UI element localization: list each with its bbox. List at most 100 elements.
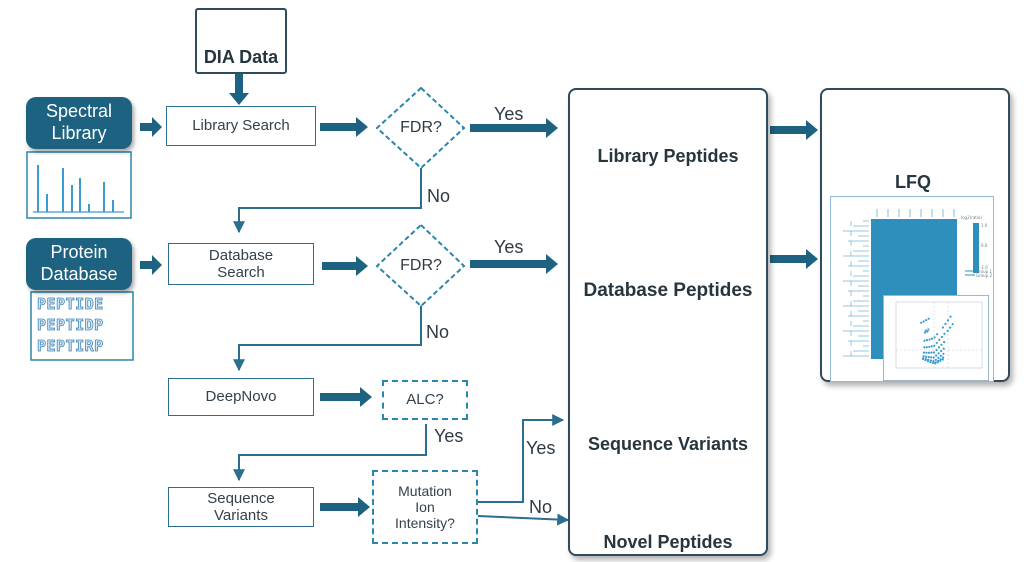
protein-sequence-2: PEPTIDP — [37, 316, 104, 335]
deepnovo-box: DeepNovo — [168, 378, 314, 416]
arrow-protein-to-search — [140, 255, 162, 275]
lfq-title: LFQ — [895, 172, 931, 192]
volcano-point — [936, 361, 939, 364]
volcano-point — [928, 345, 931, 348]
arrow-spectral-to-search — [140, 117, 162, 137]
yes-label-fdr-2: Yes — [494, 237, 524, 257]
volcano-point — [927, 355, 930, 359]
volcano-point — [934, 362, 937, 365]
connector-mutation-no — [477, 513, 570, 526]
volcano-point — [937, 346, 941, 349]
connector-fdr1-no — [233, 168, 422, 234]
library-peptides-label: Library Peptides — [597, 146, 739, 166]
volcano-point — [928, 338, 931, 341]
volcano-point — [949, 326, 952, 329]
volcano-point — [936, 333, 939, 336]
mutation-decision: Mutation Ion Intensity? — [372, 470, 478, 544]
arrow-variants-to-mutation — [320, 497, 370, 517]
spectral-library-pill: Spectral Library — [26, 97, 132, 149]
arrow-deepnovo-to-alc — [320, 387, 372, 407]
volcano-point — [946, 319, 950, 322]
decision-fdr-1 — [375, 86, 466, 170]
yes-label-mutation: Yes — [526, 438, 556, 458]
library-search-box: Library Search — [166, 106, 316, 146]
volcano-point — [925, 319, 928, 322]
volcano-point — [939, 354, 942, 357]
arrow-search-to-fdr1 — [320, 117, 368, 137]
volcano-point — [932, 361, 935, 365]
volcano-point — [927, 351, 931, 354]
connectors — [233, 168, 570, 526]
volcano-point — [922, 351, 925, 354]
volcano-point — [930, 356, 933, 359]
volcano-graphic — [895, 301, 983, 369]
lfq-heatmap-thumbnail: log2(ratio) 1.0 0.0 -1.0 Group 1 Group 2 — [830, 196, 994, 382]
volcano-point — [927, 358, 930, 361]
dia-data-box: DIA Data — [195, 8, 287, 74]
volcano-point — [951, 323, 954, 326]
volcano-point — [932, 359, 935, 363]
arrow-fdr1-yes — [470, 118, 558, 138]
fdr-2-label: FDR? — [400, 257, 442, 274]
volcano-point — [935, 348, 938, 352]
volcano-plot-inset — [883, 295, 989, 381]
yes-label-fdr-1: Yes — [494, 104, 524, 124]
sequence-variants-label: Sequence Variants — [587, 434, 749, 454]
protein-sequence-3: PEPTIRP — [37, 337, 104, 356]
volcano-point — [944, 322, 947, 326]
volcano-point — [927, 317, 930, 320]
spectrum-thumbnail — [26, 151, 132, 219]
connector-fdr2-no — [233, 305, 422, 372]
volcano-point — [937, 352, 940, 355]
volcano-point — [940, 350, 943, 353]
volcano-point — [922, 357, 925, 360]
volcano-point — [934, 358, 937, 361]
legend-group-1: Group 1 — [976, 269, 992, 274]
arrow-panel-to-lfq-2 — [770, 249, 818, 269]
volcano-point — [932, 351, 936, 354]
protein-sequences-thumbnail — [30, 291, 134, 361]
decision-fdr-2 — [375, 223, 466, 308]
volcano-point — [923, 331, 926, 334]
legend-group-2: Group 2 — [976, 273, 992, 278]
volcano-point — [935, 341, 938, 344]
volcano-point — [946, 329, 949, 332]
arrow-fdr2-yes — [470, 254, 558, 274]
volcano-point — [941, 358, 944, 361]
volcano-point — [925, 355, 928, 358]
no-label-fdr-1: No — [427, 186, 451, 206]
volcano-point — [925, 351, 928, 354]
volcano-point — [923, 339, 926, 342]
sequence-variants-box: Sequence Variants — [168, 487, 314, 527]
volcano-point — [943, 332, 946, 335]
legend-title: log2(ratio) — [961, 215, 982, 220]
volcano-point — [925, 346, 928, 349]
dia-data-label: DIA Data — [203, 47, 279, 68]
novel-peptides-label: Novel Peptides — [603, 532, 733, 552]
volcano-point — [929, 359, 932, 362]
volcano-point — [938, 338, 941, 341]
volcano-point — [943, 341, 946, 344]
fdr-1-label: FDR? — [400, 119, 442, 136]
database-search-box: Database Search — [168, 243, 314, 285]
volcano-point — [942, 356, 945, 359]
volcano-point — [922, 320, 925, 323]
volcano-point — [940, 343, 943, 346]
volcano-point — [920, 321, 923, 324]
volcano-point — [949, 315, 952, 318]
connector-alc-yes — [233, 424, 427, 482]
volcano-point — [924, 329, 927, 332]
volcano-point — [922, 355, 925, 358]
volcano-point — [924, 358, 927, 361]
database-peptides-label: Database Peptides — [583, 280, 753, 301]
peptides-panel — [568, 88, 768, 556]
connector-mutation-yes — [478, 414, 565, 503]
volcano-point — [930, 345, 933, 348]
volcano-point — [939, 358, 942, 361]
volcano-point — [926, 339, 929, 342]
volcano-point — [941, 326, 944, 329]
legend-tick-1: 1.0 — [981, 223, 988, 228]
legend-tick-3: -1.0 — [980, 265, 988, 270]
volcano-point — [942, 352, 945, 355]
volcano-point — [933, 336, 936, 339]
